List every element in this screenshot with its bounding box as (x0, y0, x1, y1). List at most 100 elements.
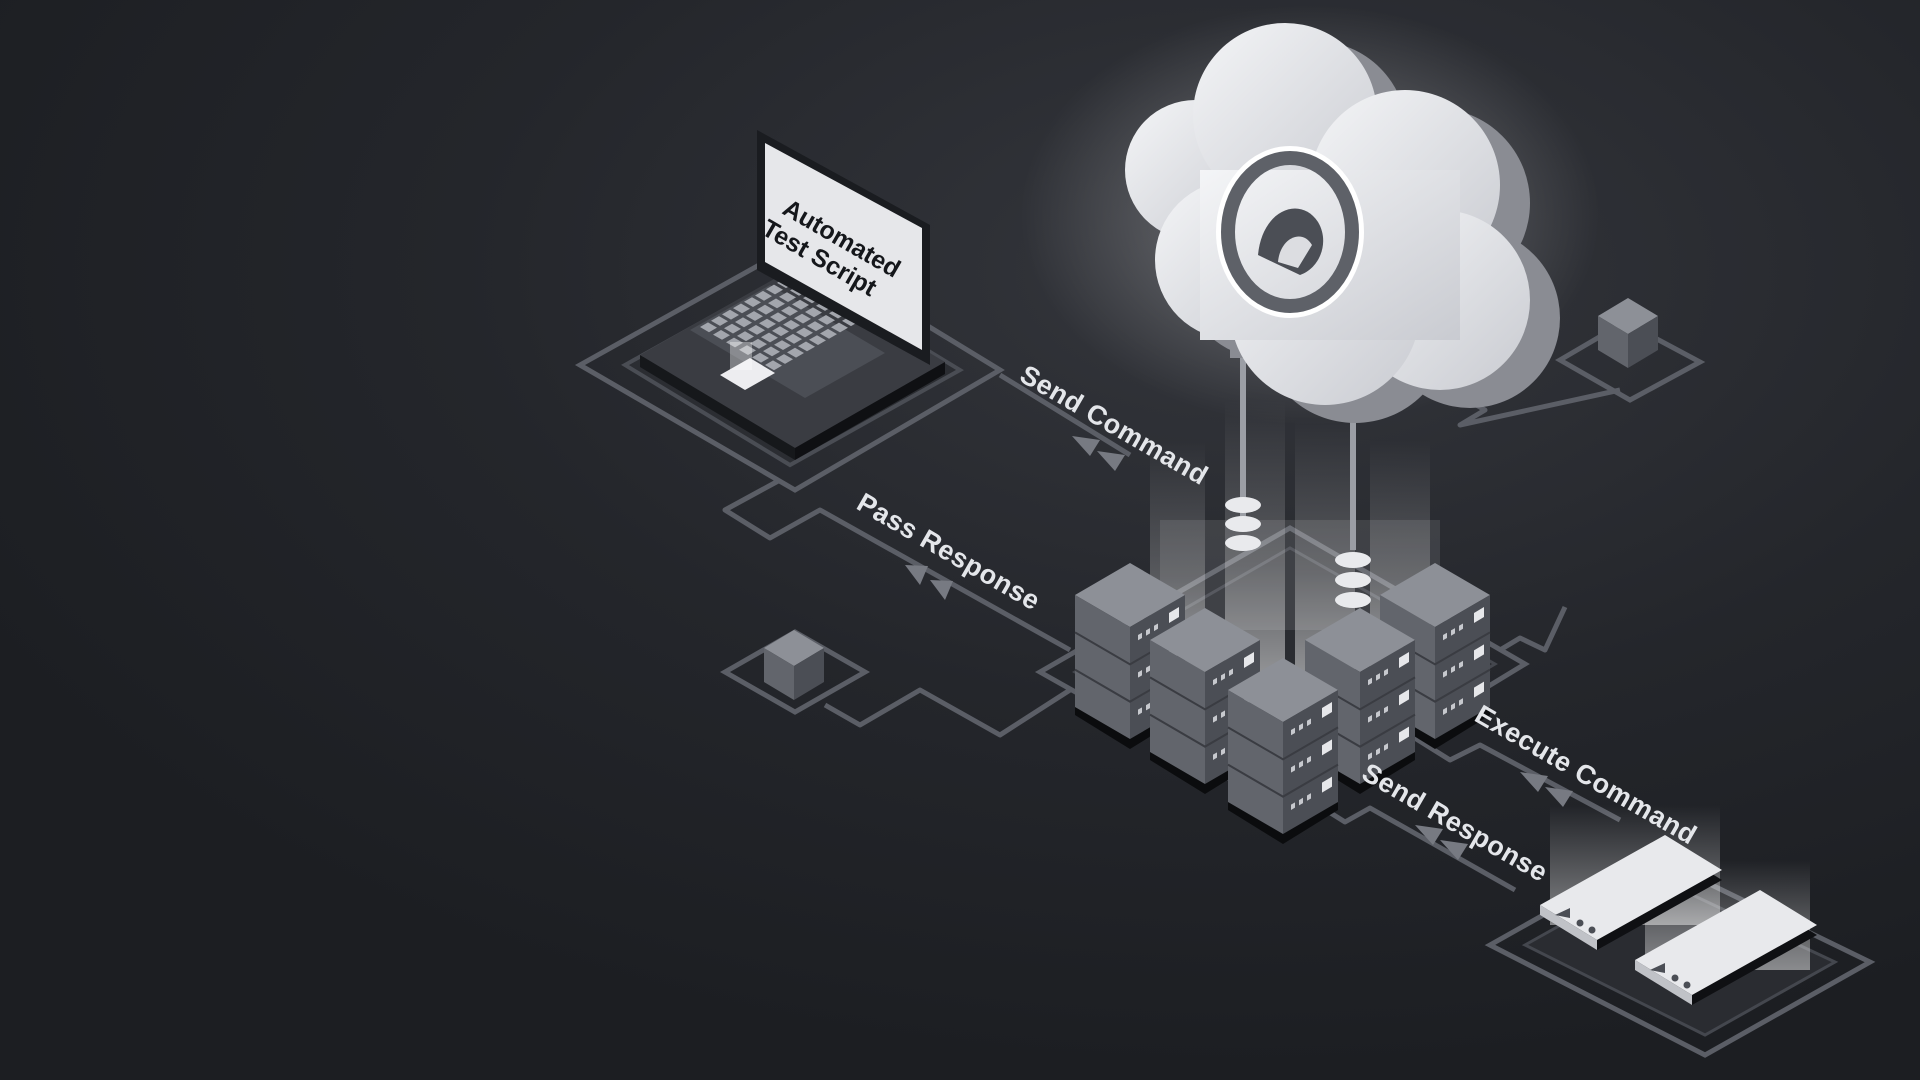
pass-response-arrow (930, 580, 953, 600)
rack-light (1399, 652, 1409, 668)
keyboard-key (776, 354, 793, 364)
rack-light (1376, 747, 1380, 756)
keyboard-key (735, 317, 752, 328)
keyboard-key (796, 327, 813, 338)
keyboard-key (733, 303, 750, 314)
rack-divider (1227, 726, 1339, 761)
touchpad (720, 358, 775, 390)
rack-light (1322, 776, 1332, 793)
keyboard-key (700, 322, 717, 333)
rack-light (1384, 705, 1388, 714)
rack-light (1368, 752, 1372, 760)
rack-light (1459, 698, 1463, 706)
rack-light (1244, 652, 1254, 668)
rack-light (1399, 689, 1409, 706)
rack-light (1307, 718, 1311, 727)
rack-light (1213, 677, 1217, 686)
keyboard-key (759, 318, 776, 329)
rack-light (1384, 668, 1388, 677)
rack-light (1291, 802, 1295, 810)
rack-light (1376, 673, 1380, 681)
pass-response-arrow (905, 565, 928, 585)
cloud-logo-icon (1216, 146, 1364, 318)
rack-light (1443, 632, 1447, 641)
keyboard-key (772, 326, 789, 337)
right-cube-icon (1555, 298, 1706, 403)
keyboard-key (746, 311, 763, 321)
execute-command-arrow (1545, 787, 1573, 807)
laptop-screen (765, 143, 922, 350)
keyboard-key (779, 292, 796, 302)
keyboard-key (711, 316, 728, 326)
rack-light (1213, 752, 1217, 760)
keyboard-key (774, 340, 791, 350)
rack-light (1138, 632, 1142, 641)
send-command-arrow (1072, 436, 1100, 456)
mobile-phone-icon (1635, 890, 1817, 1005)
keyboard-key (831, 322, 848, 333)
keyboard-key (768, 298, 785, 309)
flow-arrows (905, 436, 1573, 860)
rack-light (1146, 628, 1150, 636)
laptop-icon: Automated Test Script (574, 130, 1005, 493)
rack-light (1474, 607, 1484, 623)
keyboard-key (748, 325, 765, 335)
keyboard-key (787, 347, 804, 358)
rack-light (1368, 715, 1372, 723)
right-stub-line (1498, 605, 1568, 653)
pass-response-line (722, 477, 1072, 653)
rack-light (1368, 677, 1372, 686)
keyboard-key (757, 304, 774, 315)
left-cube-icon (719, 629, 871, 715)
rack-light (1154, 623, 1158, 632)
keyboard-key (744, 297, 761, 307)
keyboard-key (794, 313, 811, 324)
rack-light (1146, 702, 1150, 711)
keyboard-key (713, 330, 730, 340)
send-response-arrow (1415, 825, 1443, 845)
rack-light (1459, 660, 1463, 669)
keyboard-key (805, 307, 822, 318)
rack-light (1322, 702, 1332, 718)
rack-light (1443, 707, 1447, 715)
keyboard-key (820, 328, 837, 339)
keyboard-key (770, 312, 787, 323)
rack-light (1451, 628, 1455, 636)
rack-light (1307, 755, 1311, 764)
rack-light (1322, 739, 1332, 756)
rack-light (1384, 743, 1388, 751)
keyboard-key (766, 284, 783, 295)
rack-light (1451, 702, 1455, 711)
keyboard-key (761, 332, 778, 343)
mobile-phone-icon (1540, 835, 1722, 950)
keyboard-key (739, 345, 756, 355)
keyboard-key (724, 323, 741, 334)
rack-light (1221, 747, 1225, 756)
rack-light (1221, 710, 1225, 719)
rack-light (1291, 765, 1295, 773)
execute-command-line (1408, 732, 1622, 823)
rack-light (1169, 607, 1179, 623)
send-command-line (998, 372, 1132, 458)
data-pillars (1225, 325, 1371, 608)
rack-light (1229, 668, 1233, 677)
rack-light (1299, 797, 1303, 806)
rack-light (1459, 623, 1463, 632)
rack-light (1443, 670, 1447, 678)
keyboard-key (726, 337, 743, 348)
keyboard-key (809, 335, 826, 345)
left-cube-line (823, 687, 1072, 738)
keyboard-key (722, 309, 739, 320)
server-cluster (1074, 563, 1491, 844)
keyboard-key (737, 331, 754, 342)
keyboard-key (807, 321, 824, 332)
rack-light (1376, 710, 1380, 719)
send-response-arrow (1440, 840, 1468, 860)
rack-light (1213, 715, 1217, 723)
keyboard-key (755, 290, 772, 301)
keyboard-key (798, 341, 815, 352)
cloud-icon (1125, 23, 1560, 423)
server-rack-icon (1227, 658, 1339, 844)
keyboard-key (752, 352, 769, 363)
